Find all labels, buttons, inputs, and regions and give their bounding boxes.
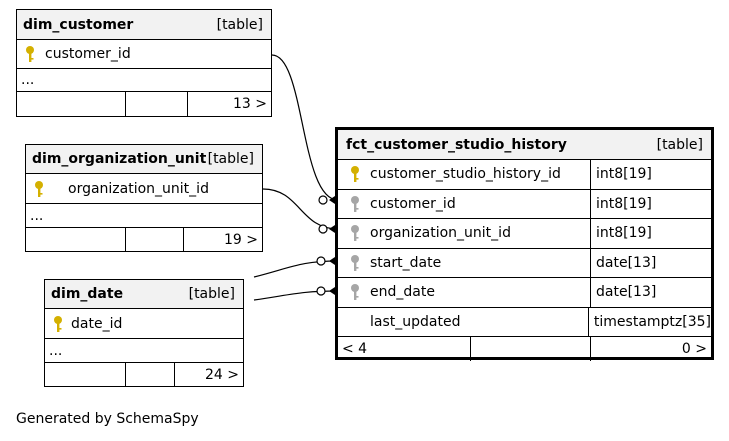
column-name: customer_studio_history_id [370, 166, 561, 183]
table-footer: < 4 0 > [338, 337, 711, 361]
more-columns-row: ... [26, 204, 262, 228]
table-fct-customer-studio-history[interactable]: fct_customer_studio_history [table] cust… [335, 127, 714, 361]
column-row[interactable]: organization_unit_id int8[19] [338, 219, 711, 249]
generated-by-label: Generated by SchemaSpy [16, 411, 199, 427]
column-row[interactable]: date_id [45, 309, 243, 339]
foreign-key-icon [351, 225, 359, 242]
column-name: date_id [71, 315, 123, 332]
foreign-key-icon [351, 254, 359, 271]
footer-parents-cell [45, 363, 125, 386]
primary-key-icon [35, 180, 43, 197]
table-name[interactable]: fct_customer_studio_history [346, 136, 567, 153]
table-name[interactable]: dim_date [51, 286, 124, 302]
primary-key-icon [26, 46, 34, 62]
table-name[interactable]: dim_organization_unit [32, 151, 207, 167]
column-type: date[13] [590, 278, 711, 307]
column-name: end_date [370, 284, 435, 301]
column-row[interactable]: start_date date[13] [338, 248, 711, 278]
footer-spacer-cell [125, 363, 174, 386]
column-type: timestamptz[35] [587, 307, 711, 336]
table-header: dim_date [table] [45, 280, 243, 309]
table-footer: 24 > [45, 363, 243, 386]
rel-customer-line [271, 54, 339, 201]
column-row[interactable]: last_updated timestamptz[35] [338, 307, 711, 337]
column-name: last_updated [370, 313, 461, 330]
column-type: date[13] [590, 248, 711, 277]
table-kind: [table] [207, 151, 254, 167]
primary-key-icon [351, 166, 359, 183]
table-dim-organization-unit[interactable]: dim_organization_unit [table] organizati… [25, 144, 263, 252]
column-row[interactable]: end_date date[13] [338, 278, 711, 308]
rel-org-unit-optional-marker [318, 224, 328, 234]
table-dim-date[interactable]: dim_date [table] date_id ... 24 > [44, 279, 244, 387]
column-type: int8[19] [590, 160, 711, 189]
column-name: customer_id [45, 46, 131, 62]
column-row[interactable]: organization_unit_id [26, 174, 262, 204]
column-type: int8[19] [590, 219, 711, 248]
column-row[interactable]: customer_studio_history_id int8[19] [338, 160, 711, 190]
rel-customer-optional-marker [318, 195, 328, 205]
rel-end-date-optional-marker [316, 286, 326, 296]
footer-children-count[interactable]: 13 > [187, 92, 271, 116]
table-kind: [table] [188, 286, 235, 302]
more-columns-ellipsis: ... [49, 342, 63, 359]
primary-key-icon [54, 315, 62, 332]
footer-parents-cell [17, 92, 125, 116]
foreign-key-icon [351, 284, 359, 301]
rel-start-date-line [253, 260, 339, 278]
more-columns-ellipsis: ... [30, 207, 44, 224]
foreign-key-icon [351, 195, 359, 212]
column-name: organization_unit_id [370, 225, 511, 242]
column-type: int8[19] [590, 189, 711, 218]
footer-spacer-cell [470, 337, 590, 361]
column-row[interactable]: customer_id [17, 40, 271, 69]
more-columns-row: ... [17, 69, 271, 92]
table-header: dim_customer [table] [17, 10, 271, 40]
footer-spacer-cell [125, 92, 187, 116]
column-name: customer_id [370, 195, 456, 212]
table-footer: 13 > [17, 92, 271, 116]
table-header: dim_organization_unit [table] [26, 145, 262, 174]
footer-parents-count[interactable]: < 4 [342, 341, 368, 357]
table-header: fct_customer_studio_history [table] [338, 130, 711, 160]
column-name: organization_unit_id [68, 180, 209, 197]
table-name[interactable]: dim_customer [23, 16, 134, 33]
table-footer: 19 > [26, 228, 262, 251]
footer-children-count[interactable]: 24 > [174, 363, 243, 386]
rel-end-date-line [253, 290, 339, 301]
more-columns-row: ... [45, 339, 243, 363]
table-kind: [table] [656, 136, 703, 153]
column-name: start_date [370, 254, 442, 271]
more-columns-ellipsis: ... [21, 72, 35, 88]
rel-start-date-optional-marker [316, 256, 326, 266]
footer-children-count[interactable]: 0 > [590, 337, 711, 361]
column-row[interactable]: customer_id int8[19] [338, 189, 711, 219]
footer-children-count[interactable]: 19 > [183, 228, 262, 251]
footer-spacer-cell [125, 228, 183, 251]
table-kind: [table] [216, 16, 263, 33]
footer-parents-cell [26, 228, 125, 251]
table-dim-customer[interactable]: dim_customer [table] customer_id ... 13 … [16, 9, 272, 117]
